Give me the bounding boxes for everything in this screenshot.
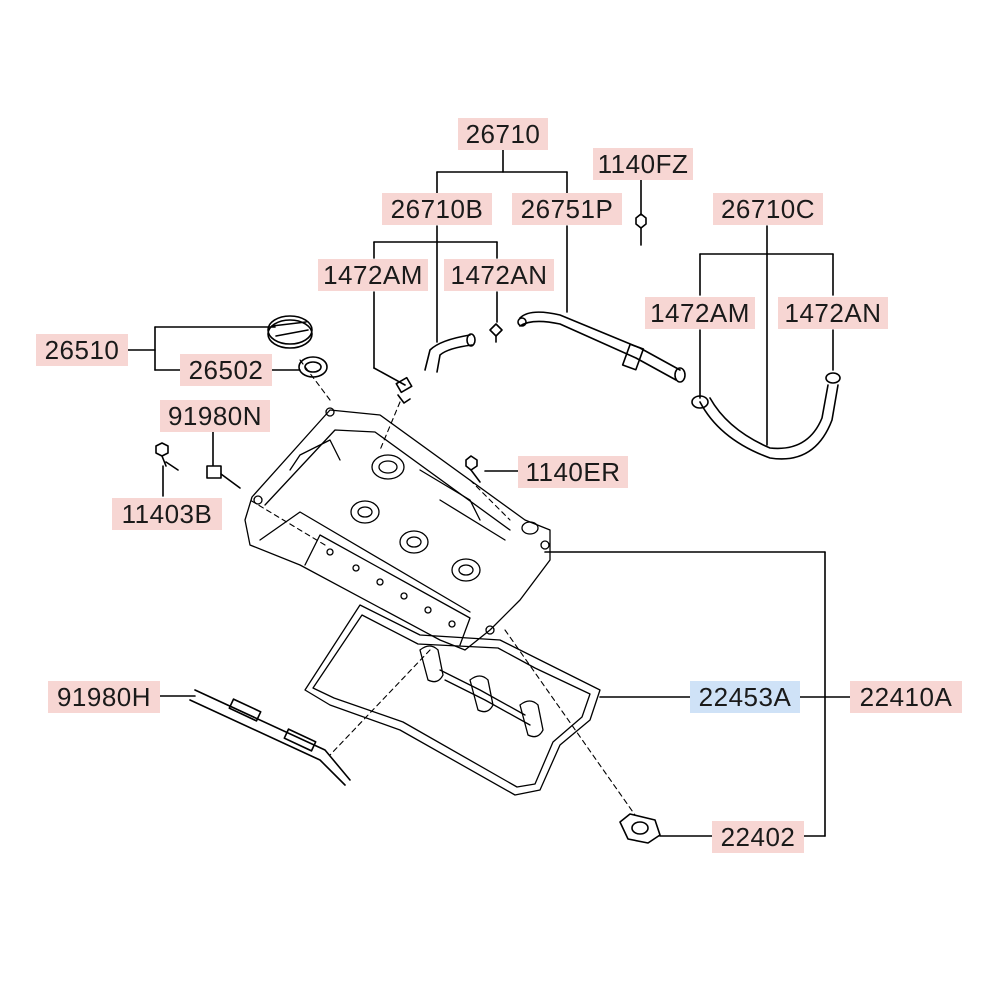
part-label-22410a[interactable]: 22410A	[850, 681, 962, 713]
bolt-1140fz	[635, 213, 647, 246]
part-label-1140er[interactable]: 1140ER	[518, 456, 628, 488]
part-label-1472an-right[interactable]: 1472AN	[778, 297, 888, 329]
part-label-26510[interactable]: 26510	[36, 334, 128, 366]
part-label-22453a[interactable]: 22453A	[690, 681, 800, 713]
part-label-26710[interactable]: 26710	[458, 118, 548, 150]
part-label-1472am-left[interactable]: 1472AM	[318, 259, 428, 291]
part-label-1472an-left[interactable]: 1472AN	[444, 259, 554, 291]
valve-cover-gasket	[304, 604, 601, 796]
part-label-11403b[interactable]: 11403B	[112, 498, 222, 530]
hose-clamp-left	[395, 376, 413, 404]
spark-plug-seal-22402	[619, 813, 661, 844]
part-label-26710c[interactable]: 26710C	[713, 193, 823, 225]
part-label-91980h[interactable]: 91980H	[48, 681, 160, 713]
harness-91980h	[189, 689, 351, 786]
part-label-1472am-right[interactable]: 1472AM	[645, 297, 755, 329]
hose-clamp-right	[489, 323, 503, 343]
ventilation-pipe-26751p	[517, 311, 686, 383]
valve-cover	[244, 407, 551, 651]
leader-lines	[127, 149, 851, 837]
part-label-26710b[interactable]: 26710B	[382, 193, 492, 225]
sensor-91980n	[206, 465, 241, 489]
bolt-11403b	[155, 442, 179, 471]
part-label-1140fz[interactable]: 1140FZ	[593, 148, 693, 180]
part-label-26751p[interactable]: 26751P	[512, 193, 622, 225]
part-label-26502[interactable]: 26502	[180, 354, 272, 386]
cap-gasket	[298, 356, 328, 378]
bolt-1140er	[465, 455, 481, 483]
breather-hose-26710c	[691, 372, 841, 460]
breather-hose-26710b	[424, 333, 476, 373]
part-label-22402[interactable]: 22402	[712, 821, 804, 853]
part-label-91980n[interactable]: 91980N	[160, 400, 270, 432]
assembly-dashed-lines	[249, 359, 636, 816]
oil-filler-cap	[267, 315, 313, 349]
